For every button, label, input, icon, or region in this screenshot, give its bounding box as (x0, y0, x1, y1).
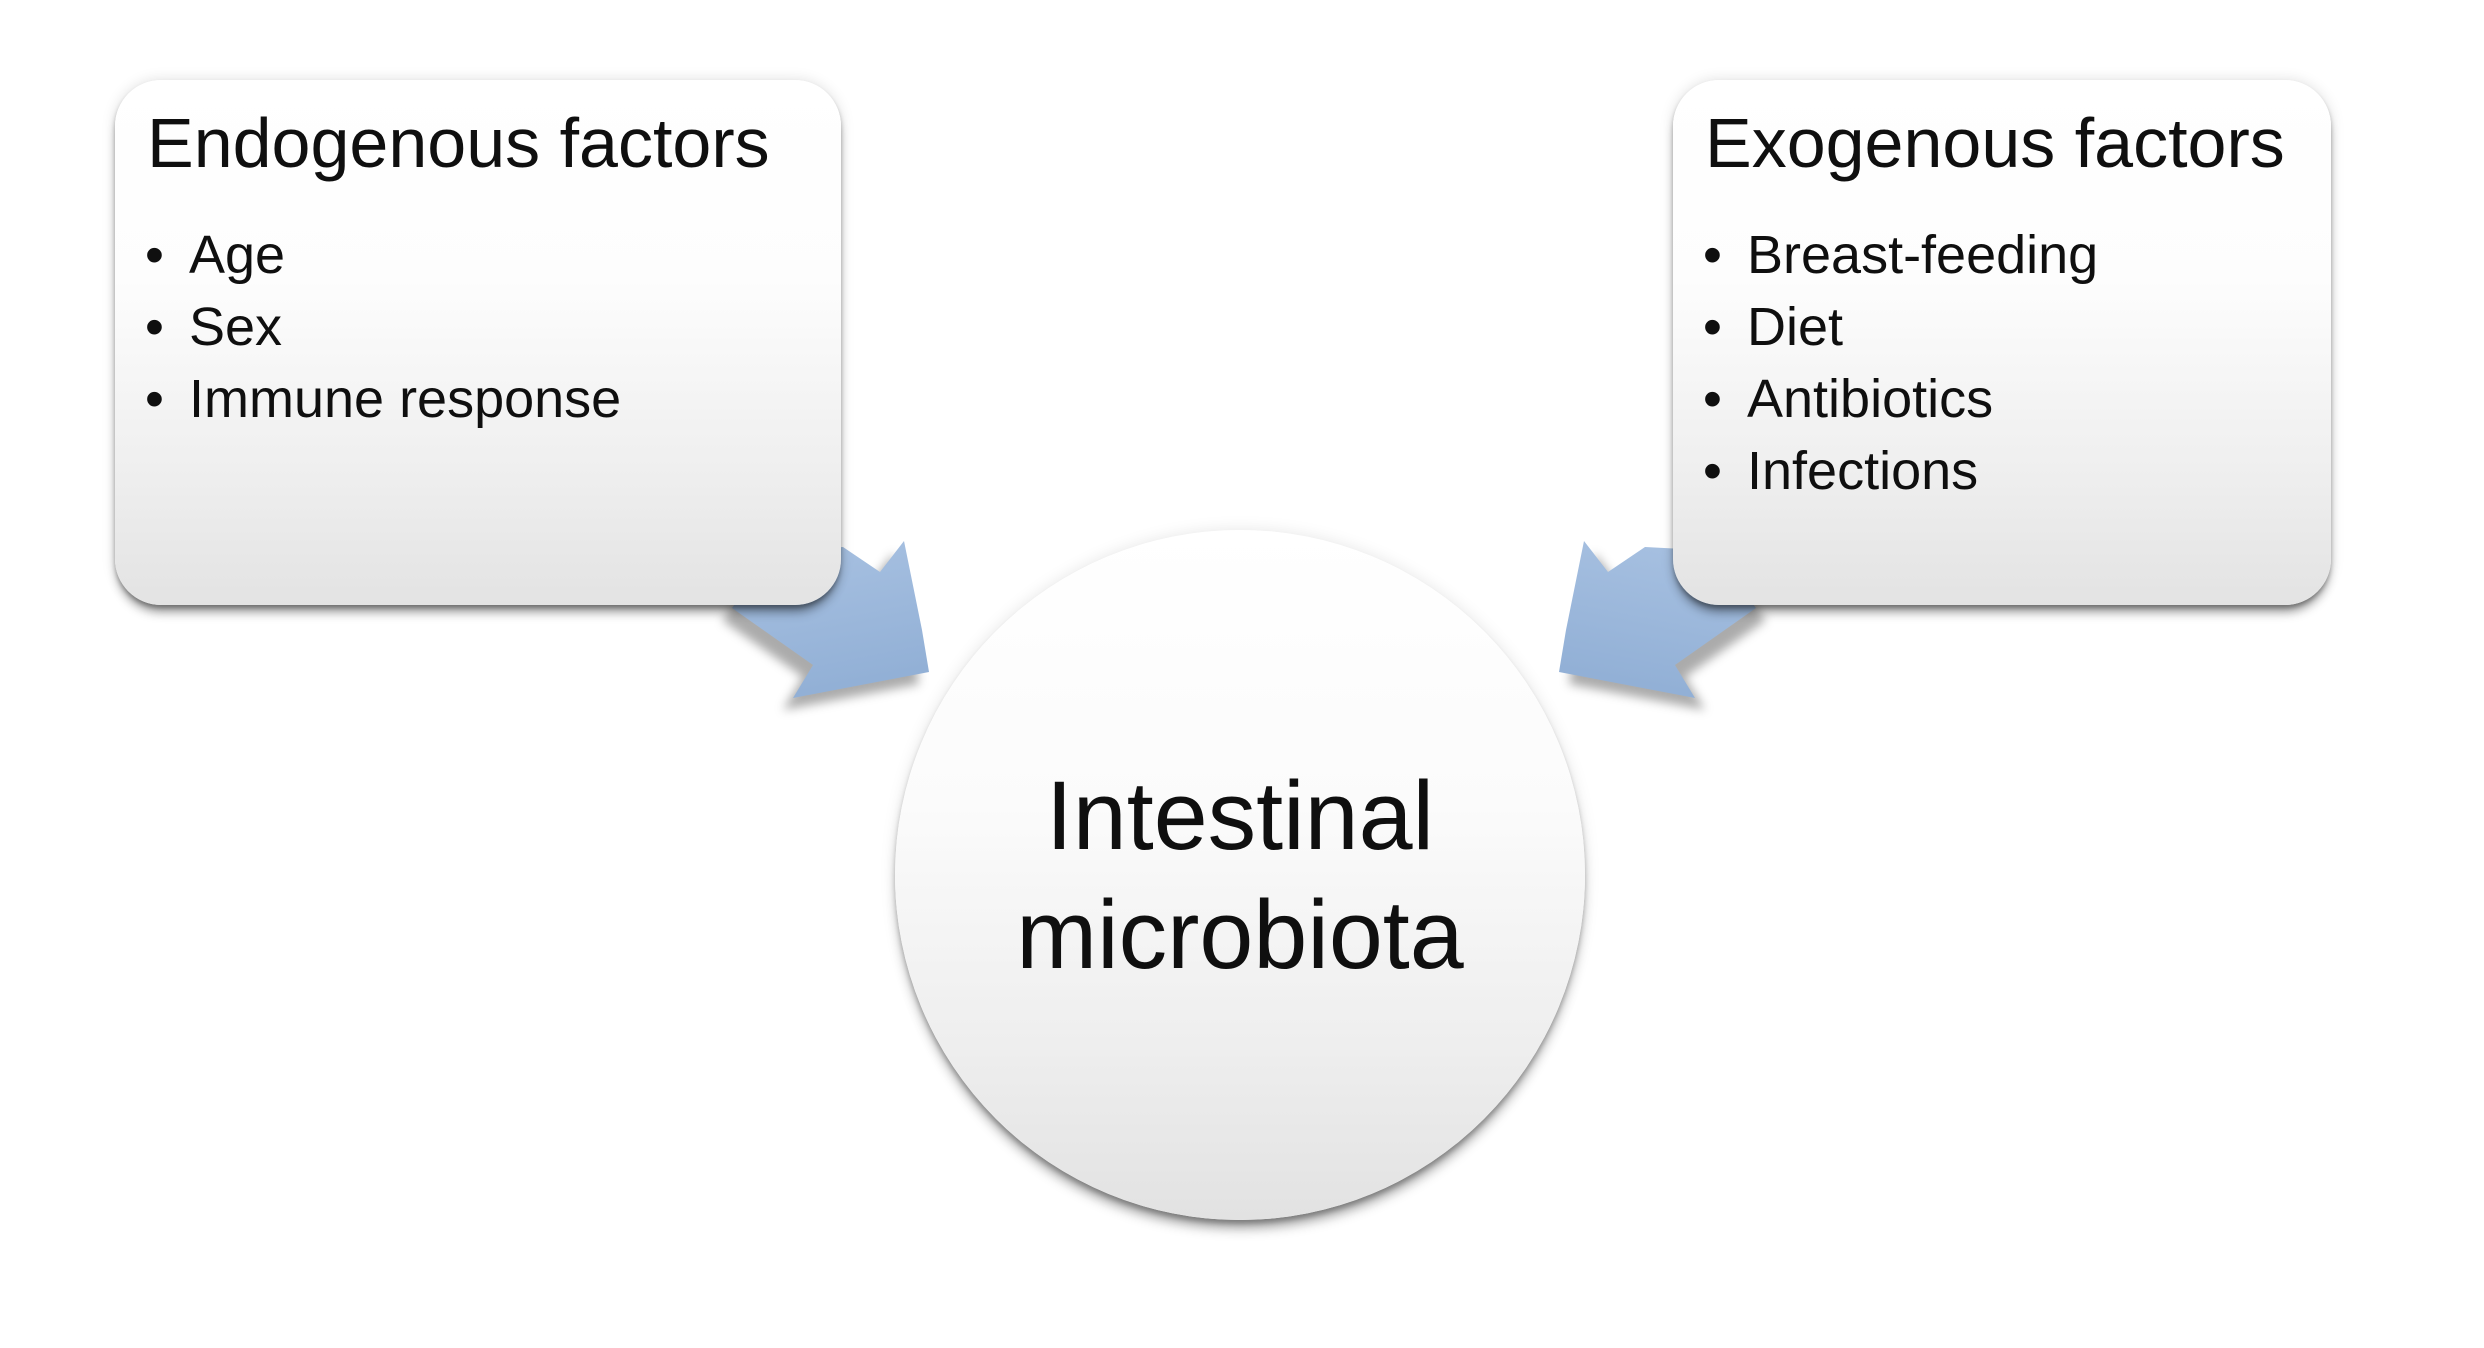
bullet-icon: • (1703, 225, 1722, 285)
circle-label-line1: Intestinal (1045, 761, 1435, 870)
list-item: • Sex (141, 291, 811, 363)
bullet-icon: • (1703, 297, 1722, 357)
list-item: • Diet (1699, 291, 2301, 363)
list-item-label: Infections (1747, 441, 1979, 501)
list-item-label: Diet (1747, 297, 1844, 357)
endogenous-factors-box: Endogenous factors • Age • Sex • Immune … (115, 80, 841, 605)
list-item-label: Immune response (189, 369, 622, 429)
bullet-icon: • (145, 225, 164, 285)
list-item-label: Sex (189, 297, 283, 357)
box-title: Endogenous factors (147, 104, 770, 182)
list-item-label: Age (189, 225, 286, 285)
endogenous-factors-list: • Age • Sex • Immune response (141, 219, 811, 435)
bullet-icon: • (145, 369, 164, 429)
list-item-label: Antibiotics (1747, 369, 1994, 429)
box-title: Exogenous factors (1705, 104, 2285, 182)
list-item: • Age (141, 219, 811, 291)
exogenous-factors-box: Exogenous factors • Breast-feeding • Die… (1673, 80, 2331, 605)
list-item: • Infections (1699, 435, 2301, 507)
bullet-icon: • (145, 297, 164, 357)
bullet-icon: • (1703, 441, 1722, 501)
list-item: • Immune response (141, 363, 811, 435)
bullet-icon: • (1703, 369, 1722, 429)
list-item-label: Breast-feeding (1747, 225, 2099, 285)
list-item: • Antibiotics (1699, 363, 2301, 435)
circle-label: Intestinal microbiota (1016, 756, 1463, 994)
intestinal-microbiota-circle: Intestinal microbiota (895, 530, 1585, 1220)
circle-label-line2: microbiota (1016, 880, 1464, 989)
exogenous-factors-list: • Breast-feeding • Diet • Antibiotics • … (1699, 219, 2301, 507)
list-item: • Breast-feeding (1699, 219, 2301, 291)
